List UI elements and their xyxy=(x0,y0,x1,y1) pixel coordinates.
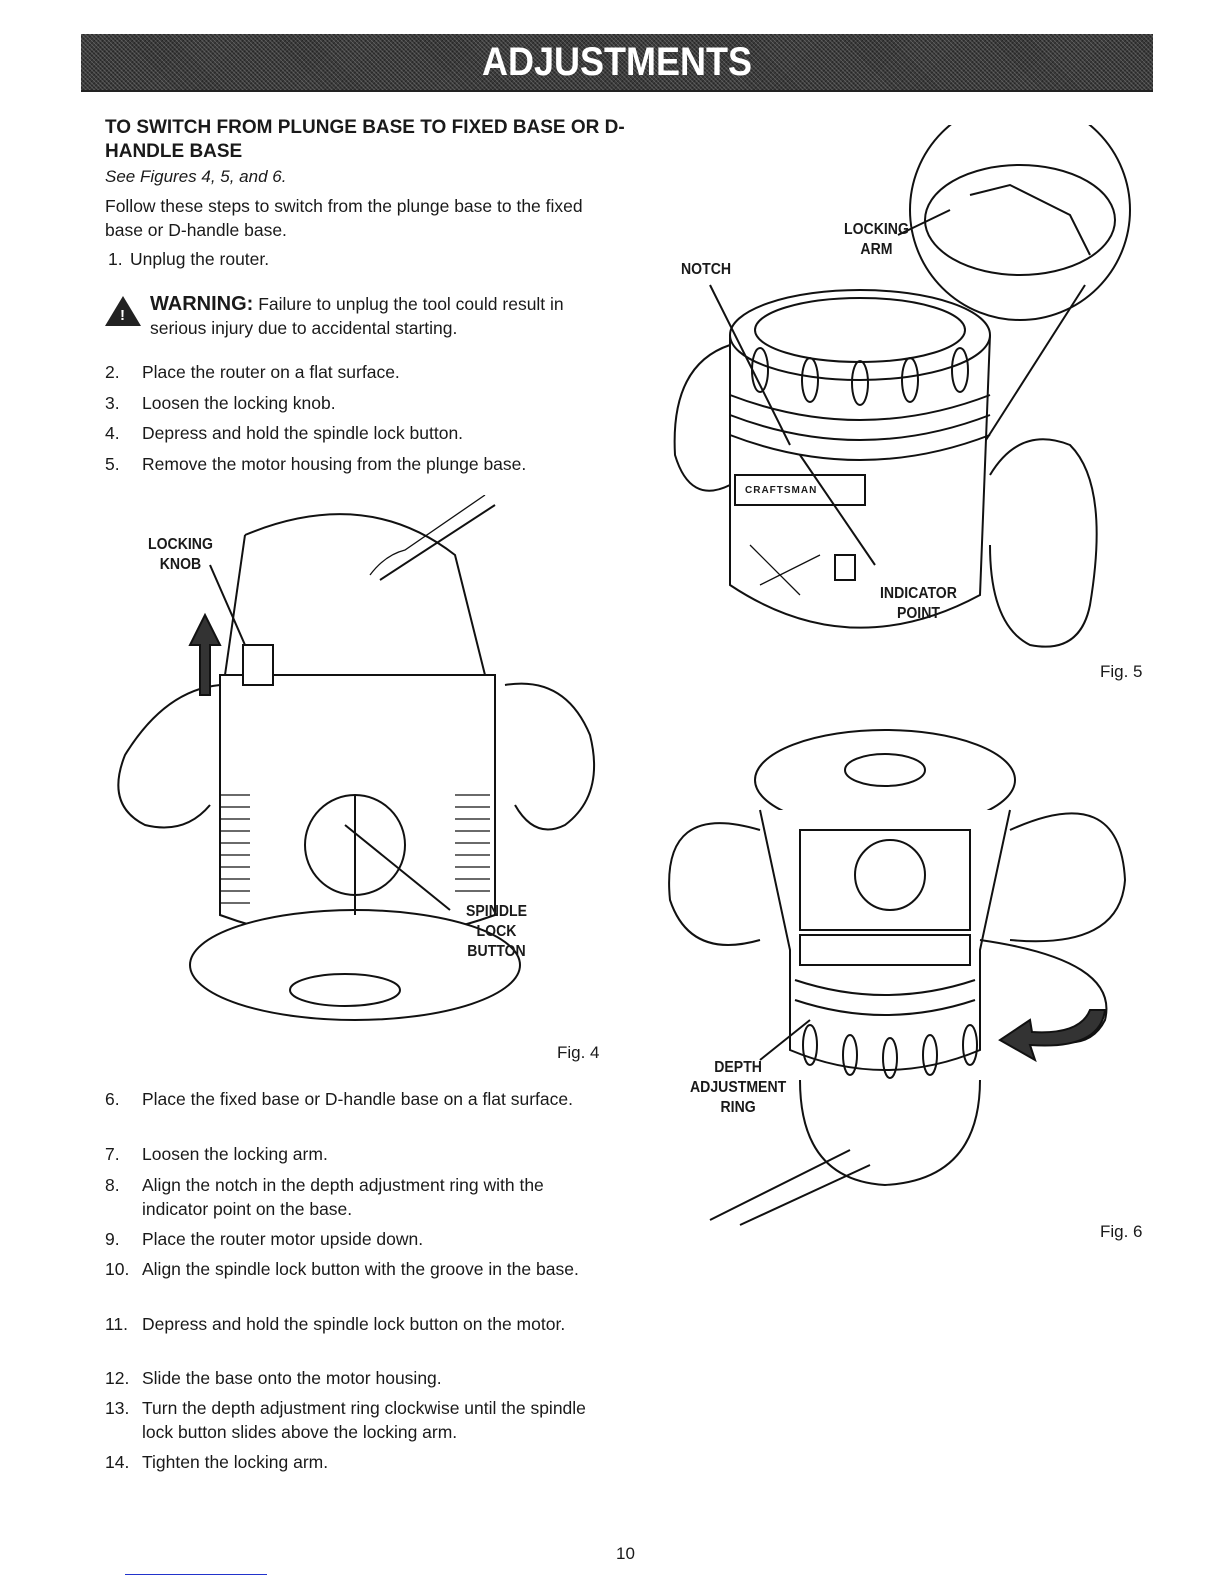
step-item: 8. Align the notch in the depth adjustmen… xyxy=(105,1173,625,1221)
left-handle xyxy=(668,822,761,946)
callout-text: NOTCH xyxy=(681,261,732,278)
step-text: Remove the motor housing from the plunge… xyxy=(142,454,527,474)
step-item: 10. Align the spindle lock button with th… xyxy=(105,1257,625,1281)
leader-depth-ring xyxy=(759,1019,811,1061)
step-item: 5. Remove the motor housing from the plun… xyxy=(105,452,625,476)
locking-arm-inset xyxy=(909,125,1131,321)
figure-4-plunge-router xyxy=(117,495,596,1021)
callout-spindle-lock-button: SPINDLE LOCK BUTTON xyxy=(466,902,527,962)
right-handle xyxy=(989,438,1098,648)
section-heading: TO SWITCH FROM PLUNGE BASE TO FIXED BASE… xyxy=(105,117,625,162)
leader-locking-arm xyxy=(897,209,951,236)
warning-message: Failure to unplug the tool could result … xyxy=(150,294,564,338)
right-handle xyxy=(504,682,596,831)
callout-text: LOCKING ARM xyxy=(844,221,909,258)
intro-paragraph: Follow these steps to switch from the pl… xyxy=(105,196,583,240)
warning-text: WARNING: Failure to unplug the tool coul… xyxy=(150,292,620,340)
left-handle xyxy=(117,684,221,829)
step-text: Place the router on a flat surface. xyxy=(142,362,400,382)
leader-locking-knob xyxy=(209,564,246,646)
step-item: 13. Turn the depth adjustment ring clockw… xyxy=(105,1396,625,1444)
step-item: 7. Loosen the locking arm. xyxy=(105,1142,625,1166)
step-number: 13. xyxy=(105,1398,130,1418)
step-item: 1. Unplug the router. xyxy=(108,247,628,271)
banner-title: ADJUSTMENTS xyxy=(481,40,753,84)
step-number: 5. xyxy=(105,454,120,474)
warning-triangle-icon xyxy=(105,296,141,326)
leader-spindle-lock xyxy=(344,824,451,911)
section-banner: ADJUSTMENTS xyxy=(81,34,1153,92)
step-number: 6. xyxy=(105,1089,120,1109)
callout-depth-adjustment-ring: DEPTH ADJUSTMENT RING xyxy=(690,1058,786,1118)
step-number: 11. xyxy=(105,1314,129,1334)
step-item: 14. Tighten the locking arm. xyxy=(105,1450,625,1474)
see-figures-note: See Figures 4, 5, and 6. xyxy=(105,167,287,186)
step-item: 2. Place the router on a flat surface. xyxy=(105,360,625,384)
step-text: Place the router motor upside down. xyxy=(142,1229,424,1249)
figure-6-caption: Fig. 6 xyxy=(1100,1222,1143,1241)
warning-label: WARNING: xyxy=(150,293,254,315)
ring-grip-ovals xyxy=(751,347,969,406)
brand-label: CRAFTSMAN xyxy=(745,485,818,496)
step-text: Loosen the locking knob. xyxy=(142,393,336,413)
step-number: 1. xyxy=(108,249,123,269)
step-text: Slide the base onto the motor housing. xyxy=(142,1368,442,1388)
step-number: 14. xyxy=(105,1452,130,1472)
bottom-rule xyxy=(125,1574,267,1575)
callout-text: INDICATOR POINT xyxy=(880,585,957,622)
figure-5-caption: Fig. 5 xyxy=(1100,662,1143,681)
right-handle xyxy=(1009,812,1127,943)
ring-grip-ovals xyxy=(802,1024,978,1079)
step-text: Turn the depth adjustment ring clockwise… xyxy=(142,1398,586,1442)
step-text: Tighten the locking arm. xyxy=(142,1452,329,1472)
step-text: Depress and hold the spindle lock button… xyxy=(142,1314,566,1334)
callout-text: SPINDLE LOCK BUTTON xyxy=(466,903,528,960)
brand-plate xyxy=(734,474,866,506)
step-text: Align the notch in the depth adjustment … xyxy=(142,1175,544,1219)
springs xyxy=(220,794,490,904)
step-item: 9. Place the router motor upside down. xyxy=(105,1227,625,1251)
left-handle xyxy=(673,344,731,492)
callout-locking-arm: LOCKING ARM xyxy=(844,220,909,260)
callout-locking-knob: LOCKING KNOB xyxy=(148,535,213,575)
locking-knob xyxy=(242,644,274,686)
motor-housing xyxy=(799,1079,981,1187)
rotation-arrow-icon xyxy=(998,1009,1107,1063)
step-number: 2. xyxy=(105,362,120,382)
step-text: Depress and hold the spindle lock button… xyxy=(142,423,464,443)
callout-notch: NOTCH xyxy=(681,260,731,280)
step-item: 12. Slide the base onto the motor housing… xyxy=(105,1366,625,1390)
step-item: 6. Place the fixed base or D-handle base … xyxy=(105,1087,625,1111)
callout-indicator-point: INDICATOR POINT xyxy=(880,584,957,624)
step-item: 11. Depress and hold the spindle lock but… xyxy=(105,1312,625,1336)
step-number: 10. xyxy=(105,1259,130,1279)
step-text: Place the fixed base or D-handle base on… xyxy=(142,1089,573,1109)
figure-6-inverted-router xyxy=(668,729,1127,1226)
figure-5-fixed-base xyxy=(673,125,1131,648)
leader-notch xyxy=(709,284,791,446)
motor-housing xyxy=(219,674,496,941)
step-text: Align the spindle lock button with the g… xyxy=(142,1259,579,1279)
step-number: 3. xyxy=(105,393,120,413)
leader-indicator-point xyxy=(799,454,876,566)
step-item: 4. Depress and hold the spindle lock butt… xyxy=(105,421,625,445)
arrow-up-icon xyxy=(188,612,222,696)
page-number: 10 xyxy=(616,1544,635,1563)
step-number: 8. xyxy=(105,1175,120,1195)
step-item: 3. Loosen the locking knob. xyxy=(105,391,625,415)
step-text: Unplug the router. xyxy=(130,249,270,269)
step-number: 7. xyxy=(105,1144,120,1164)
step-number: 9. xyxy=(105,1229,120,1249)
callout-text: DEPTH ADJUSTMENT RING xyxy=(690,1059,787,1116)
figure-4-caption: Fig. 4 xyxy=(557,1043,600,1062)
step-text: Loosen the locking arm. xyxy=(142,1144,328,1164)
step-number: 4. xyxy=(105,423,120,443)
step-number: 12. xyxy=(105,1368,130,1388)
exclamation-icon: ! xyxy=(120,307,125,324)
power-cord xyxy=(709,1149,871,1226)
callout-text: LOCKING KNOB xyxy=(148,536,213,573)
